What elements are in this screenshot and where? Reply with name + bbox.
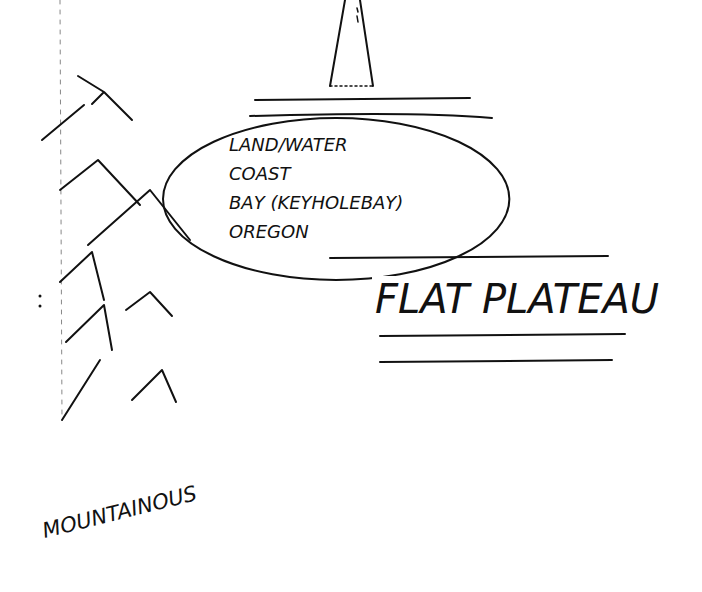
ellipse-path <box>163 118 509 280</box>
trapezoid-marks <box>357 8 358 22</box>
mountain-symbol <box>132 370 176 402</box>
dot <box>39 295 42 298</box>
dot <box>39 305 42 308</box>
mountain-symbol <box>62 360 100 420</box>
text-block: LAND/WATERCOASTBAY (KEYHOLEBAY)OREGON <box>163 118 509 246</box>
sketch-label: MOUNTAINOUS <box>37 481 202 544</box>
region-text: COAST <box>229 159 509 188</box>
trapezoid-sides <box>330 0 373 86</box>
region-text: BAY (KEYHOLEBAY) <box>229 188 509 217</box>
region-text: OREGON <box>229 217 509 246</box>
plateau-line <box>380 334 625 336</box>
plateau-line <box>380 360 612 362</box>
region-text: LAND/WATER <box>229 130 509 159</box>
plateau-line <box>330 256 608 258</box>
coast-line <box>250 114 492 118</box>
coast-line <box>255 98 470 100</box>
mountain-symbol <box>66 305 112 350</box>
mountain-symbol <box>88 190 190 245</box>
mountain-symbol <box>60 252 104 300</box>
sketch-label: FLAT PLATEAU <box>372 276 662 322</box>
mountain-symbol <box>42 76 132 140</box>
guide-line <box>60 0 62 420</box>
region-ellipse: LAND/WATERCOASTBAY (KEYHOLEBAY)OREGON <box>163 118 509 280</box>
mountain-symbol <box>126 292 172 316</box>
mountain-symbol <box>60 160 140 205</box>
trapezoid-base <box>330 85 373 87</box>
